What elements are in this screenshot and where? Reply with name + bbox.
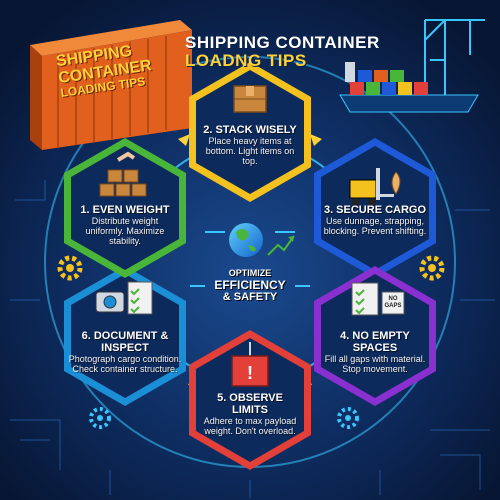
port-crane-ship-illustration	[339, 19, 485, 113]
gear-icon	[337, 407, 359, 429]
weight-warning-icon: !	[231, 342, 269, 387]
center-slogan: OPTIMIZE EFFICIENCY & SAFETY	[205, 268, 295, 303]
gear-icon	[419, 255, 445, 281]
hexagon-step-2	[189, 62, 311, 202]
gear-icon	[57, 255, 83, 281]
box-stack-icon	[233, 85, 267, 113]
svg-text:!: !	[247, 363, 253, 383]
hexagon-step-1	[64, 138, 186, 278]
hexagon-step-3	[314, 138, 436, 278]
main-title-line2: LOADNG TIPS	[185, 51, 307, 70]
hexagon-step-5	[189, 330, 311, 470]
circuit-lines	[10, 180, 495, 498]
main-title: SHIPPING CONTAINER LOADNG TIPS	[185, 34, 425, 70]
balanced-boxes-icon	[99, 151, 147, 197]
main-title-line1: SHIPPING CONTAINER	[185, 33, 380, 52]
gear-icon	[89, 407, 111, 429]
camera-clipboard-icon	[95, 281, 153, 315]
globe-icon	[229, 223, 295, 257]
center-slogan-line2: EFFICIENCY	[214, 278, 286, 292]
shipping-container-illustration	[30, 20, 192, 150]
center-slogan-line3: & SAFETY	[222, 291, 278, 303]
center-slogan-line1: OPTIMIZE	[228, 268, 272, 278]
flow-arrows	[190, 231, 310, 287]
checklist-no-gaps-icon	[351, 282, 405, 316]
forklift-icon	[349, 168, 401, 206]
